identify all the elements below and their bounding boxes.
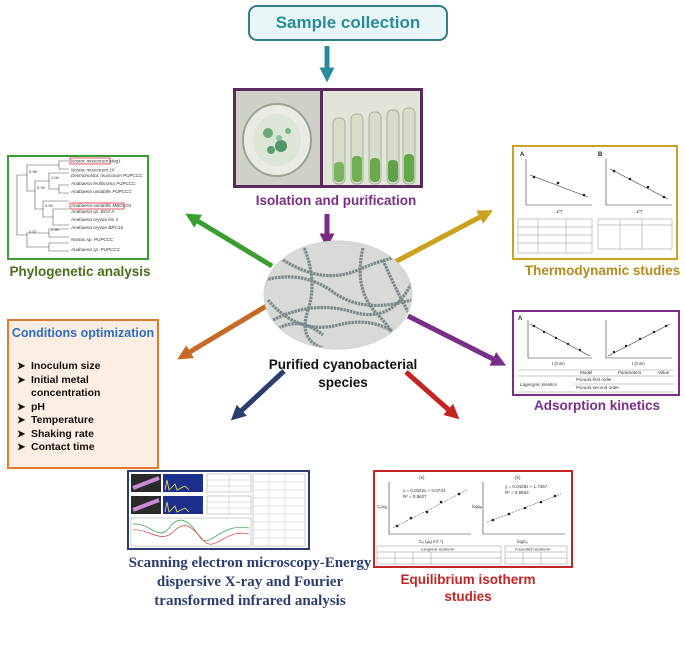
- condition-item-label: Temperature: [31, 414, 94, 426]
- condition-item-label: Initial metal concentration: [31, 373, 101, 400]
- thermo-panel-a: A: [520, 152, 525, 158]
- adsorption-row2-model: Pseudo-second order: [576, 385, 620, 390]
- adsorption-panel: A t (min) t (min) Model Parameters Value…: [512, 310, 680, 396]
- isotherm-r2-a: R² = 0.9627: [403, 494, 427, 499]
- arrow-to-phylogenetic: [185, 213, 274, 269]
- adsorption-col-value: Value: [658, 370, 670, 375]
- taxon-label: Desmonostoc muscorum PUPCCC: [71, 173, 143, 178]
- isotherm-xlabel-b: logCₑ: [517, 539, 528, 544]
- condition-item-label: Inoculum size: [31, 360, 101, 372]
- thermodynamic-label: Thermodynamic studies: [524, 263, 681, 278]
- isotherm-panel: (a) (b) y = 0.0342x + 0.0734 R² = 0.9627…: [373, 470, 573, 568]
- cyanobacteria-micrograph: [263, 240, 413, 350]
- conditions-title: Conditions optimization: [11, 326, 155, 340]
- thermo-xlabel-a: 1/T: [556, 209, 563, 214]
- adsorption-col-params: Parameters: [618, 370, 642, 375]
- taxon-label: Anabaena variabilis MBGC01: [70, 203, 132, 208]
- condition-item-label: Shaking rate: [31, 427, 95, 440]
- isotherm-eq-b: y = 0.0429x + 1.7367: [505, 484, 548, 489]
- condition-item: ➤ Shaking rate: [17, 428, 157, 442]
- checkmark-icon: ➤: [17, 415, 26, 426]
- taxon-label: Anabaena fertilissima PUPCCC: [70, 181, 136, 186]
- isotherm-label: Equilibrium isotherm studies: [400, 572, 536, 604]
- condition-item-label: Contact time: [31, 441, 95, 453]
- conditions-list: ➤ Inoculum size ➤ Initial metal concentrati…: [17, 360, 157, 455]
- adsorption-row1-model: Pseudo-first order: [576, 377, 612, 382]
- svg-text:0.98: 0.98: [29, 169, 38, 174]
- isotherm-r2-b: R² = 0.9553: [505, 490, 529, 495]
- adsorption-row2-group: Lagergren kinetics: [520, 382, 558, 387]
- sample-collection-label: Sample collection: [275, 13, 421, 32]
- adsorption-plots: A t (min) t (min) Model Parameters Value…: [518, 316, 674, 393]
- taxon-label: Nostoc sp. PUPCCC: [71, 237, 114, 242]
- isotherm-ylabel-b: logqₑ: [472, 504, 483, 509]
- condition-item: ➤ Initial metal concentration: [17, 374, 157, 401]
- isotherm-xlabel-a: Cₑ (μg ml⁻¹): [419, 539, 444, 544]
- adsorption-xlabel-b: t (min): [632, 361, 645, 366]
- sem-label: Scanning electron microscopy-Energy disp…: [128, 555, 372, 609]
- condition-item: ➤ Temperature: [17, 414, 157, 428]
- sem-edx-ftir-images: [130, 473, 306, 547]
- condition-item: ➤ pH: [17, 401, 157, 415]
- isotherm-panel-b: (b): [515, 475, 521, 480]
- isotherm-freundlich-title: Freundlich isotherm: [515, 547, 551, 552]
- isolation-label: Isolation and purification: [255, 193, 417, 208]
- phylogenetic-tree: 0.98 0.99 1.00 0.93 0.87 0.99 Nostoc muscoru…: [16, 157, 143, 253]
- sem-panel: [127, 470, 310, 550]
- svg-text:0.93: 0.93: [45, 203, 54, 208]
- isotherm-langmuir-title: Langmuir isotherm: [421, 547, 455, 552]
- thermo-xlabel-b: 1/T: [636, 209, 643, 214]
- taxon-label: Anabaena sp. BO3-A: [70, 209, 114, 214]
- svg-text:0.87: 0.87: [29, 229, 38, 234]
- svg-text:0.99: 0.99: [37, 185, 46, 190]
- thermodynamic-panel: A B 1/T 1/T: [512, 145, 678, 260]
- conditions-box: Conditions optimization ➤ Inoculum size ➤ I…: [7, 319, 159, 469]
- isotherm-ylabel-a: Cₑ/qₑ: [377, 504, 388, 509]
- adsorption-xlabel-a: t (min): [552, 361, 565, 366]
- condition-item: ➤ Contact time: [17, 441, 157, 455]
- isotherm-panel-a: (a): [419, 475, 425, 480]
- checkmark-icon: ➤: [17, 374, 26, 386]
- isolation-photo: [233, 88, 423, 188]
- phylogenetic-label: Phylogenetic analysis: [9, 264, 151, 279]
- arrow-to-sem: [230, 369, 286, 421]
- checkmark-icon: ➤: [17, 401, 26, 413]
- taxon-label: Anabaena oryzae BRC16: [70, 225, 124, 230]
- isotherm-plots: (a) (b) y = 0.0342x + 0.0734 R² = 0.9627…: [376, 475, 568, 565]
- svg-text:1.00: 1.00: [51, 175, 60, 180]
- highlight-mbgc01: [69, 202, 125, 210]
- taxon-label: Anabaena sp. PUPCCC: [70, 247, 121, 252]
- adsorption-label: Adsorption kinetics: [533, 398, 660, 413]
- svg-text:0.99: 0.99: [51, 227, 60, 232]
- taxon-label: Nostoc muscorum Meg1: [71, 159, 121, 164]
- taxon-label: Nostoc muscorum 19: [71, 168, 115, 173]
- taxon-label: Anabaena variabilis PUPCCC: [70, 189, 132, 194]
- adsorption-col-model: Model: [580, 370, 592, 375]
- sample-collection-box: Sample collection: [248, 5, 448, 41]
- arrow-to-adsorption: [406, 313, 507, 366]
- phylogenetic-panel: 0.98 0.99 1.00 0.93 0.87 0.99 Nostoc muscoru…: [7, 155, 149, 260]
- adsorption-panel-a: A: [518, 316, 523, 322]
- checkmark-icon: ➤: [17, 361, 26, 372]
- thermo-panel-b: B: [598, 152, 603, 158]
- arrow-to-thermodynamic: [393, 210, 494, 265]
- taxon-label: Anabaena oryzae bsi 4: [70, 217, 118, 222]
- checkmark-icon: ➤: [17, 428, 26, 440]
- arrow-to-conditions: [177, 302, 270, 360]
- checkmark-icon: ➤: [17, 442, 26, 453]
- thermodynamic-plots: A B 1/T 1/T: [517, 152, 673, 254]
- highlight-meg1: [69, 157, 111, 165]
- condition-item: ➤ Inoculum size: [17, 360, 157, 374]
- isotherm-eq-a: y = 0.0342x + 0.0734: [403, 488, 446, 493]
- arrow-to-isotherm: [404, 370, 460, 420]
- purified-species-label: Purified cyanobacterial species: [268, 357, 418, 390]
- condition-item-label: pH: [31, 400, 45, 413]
